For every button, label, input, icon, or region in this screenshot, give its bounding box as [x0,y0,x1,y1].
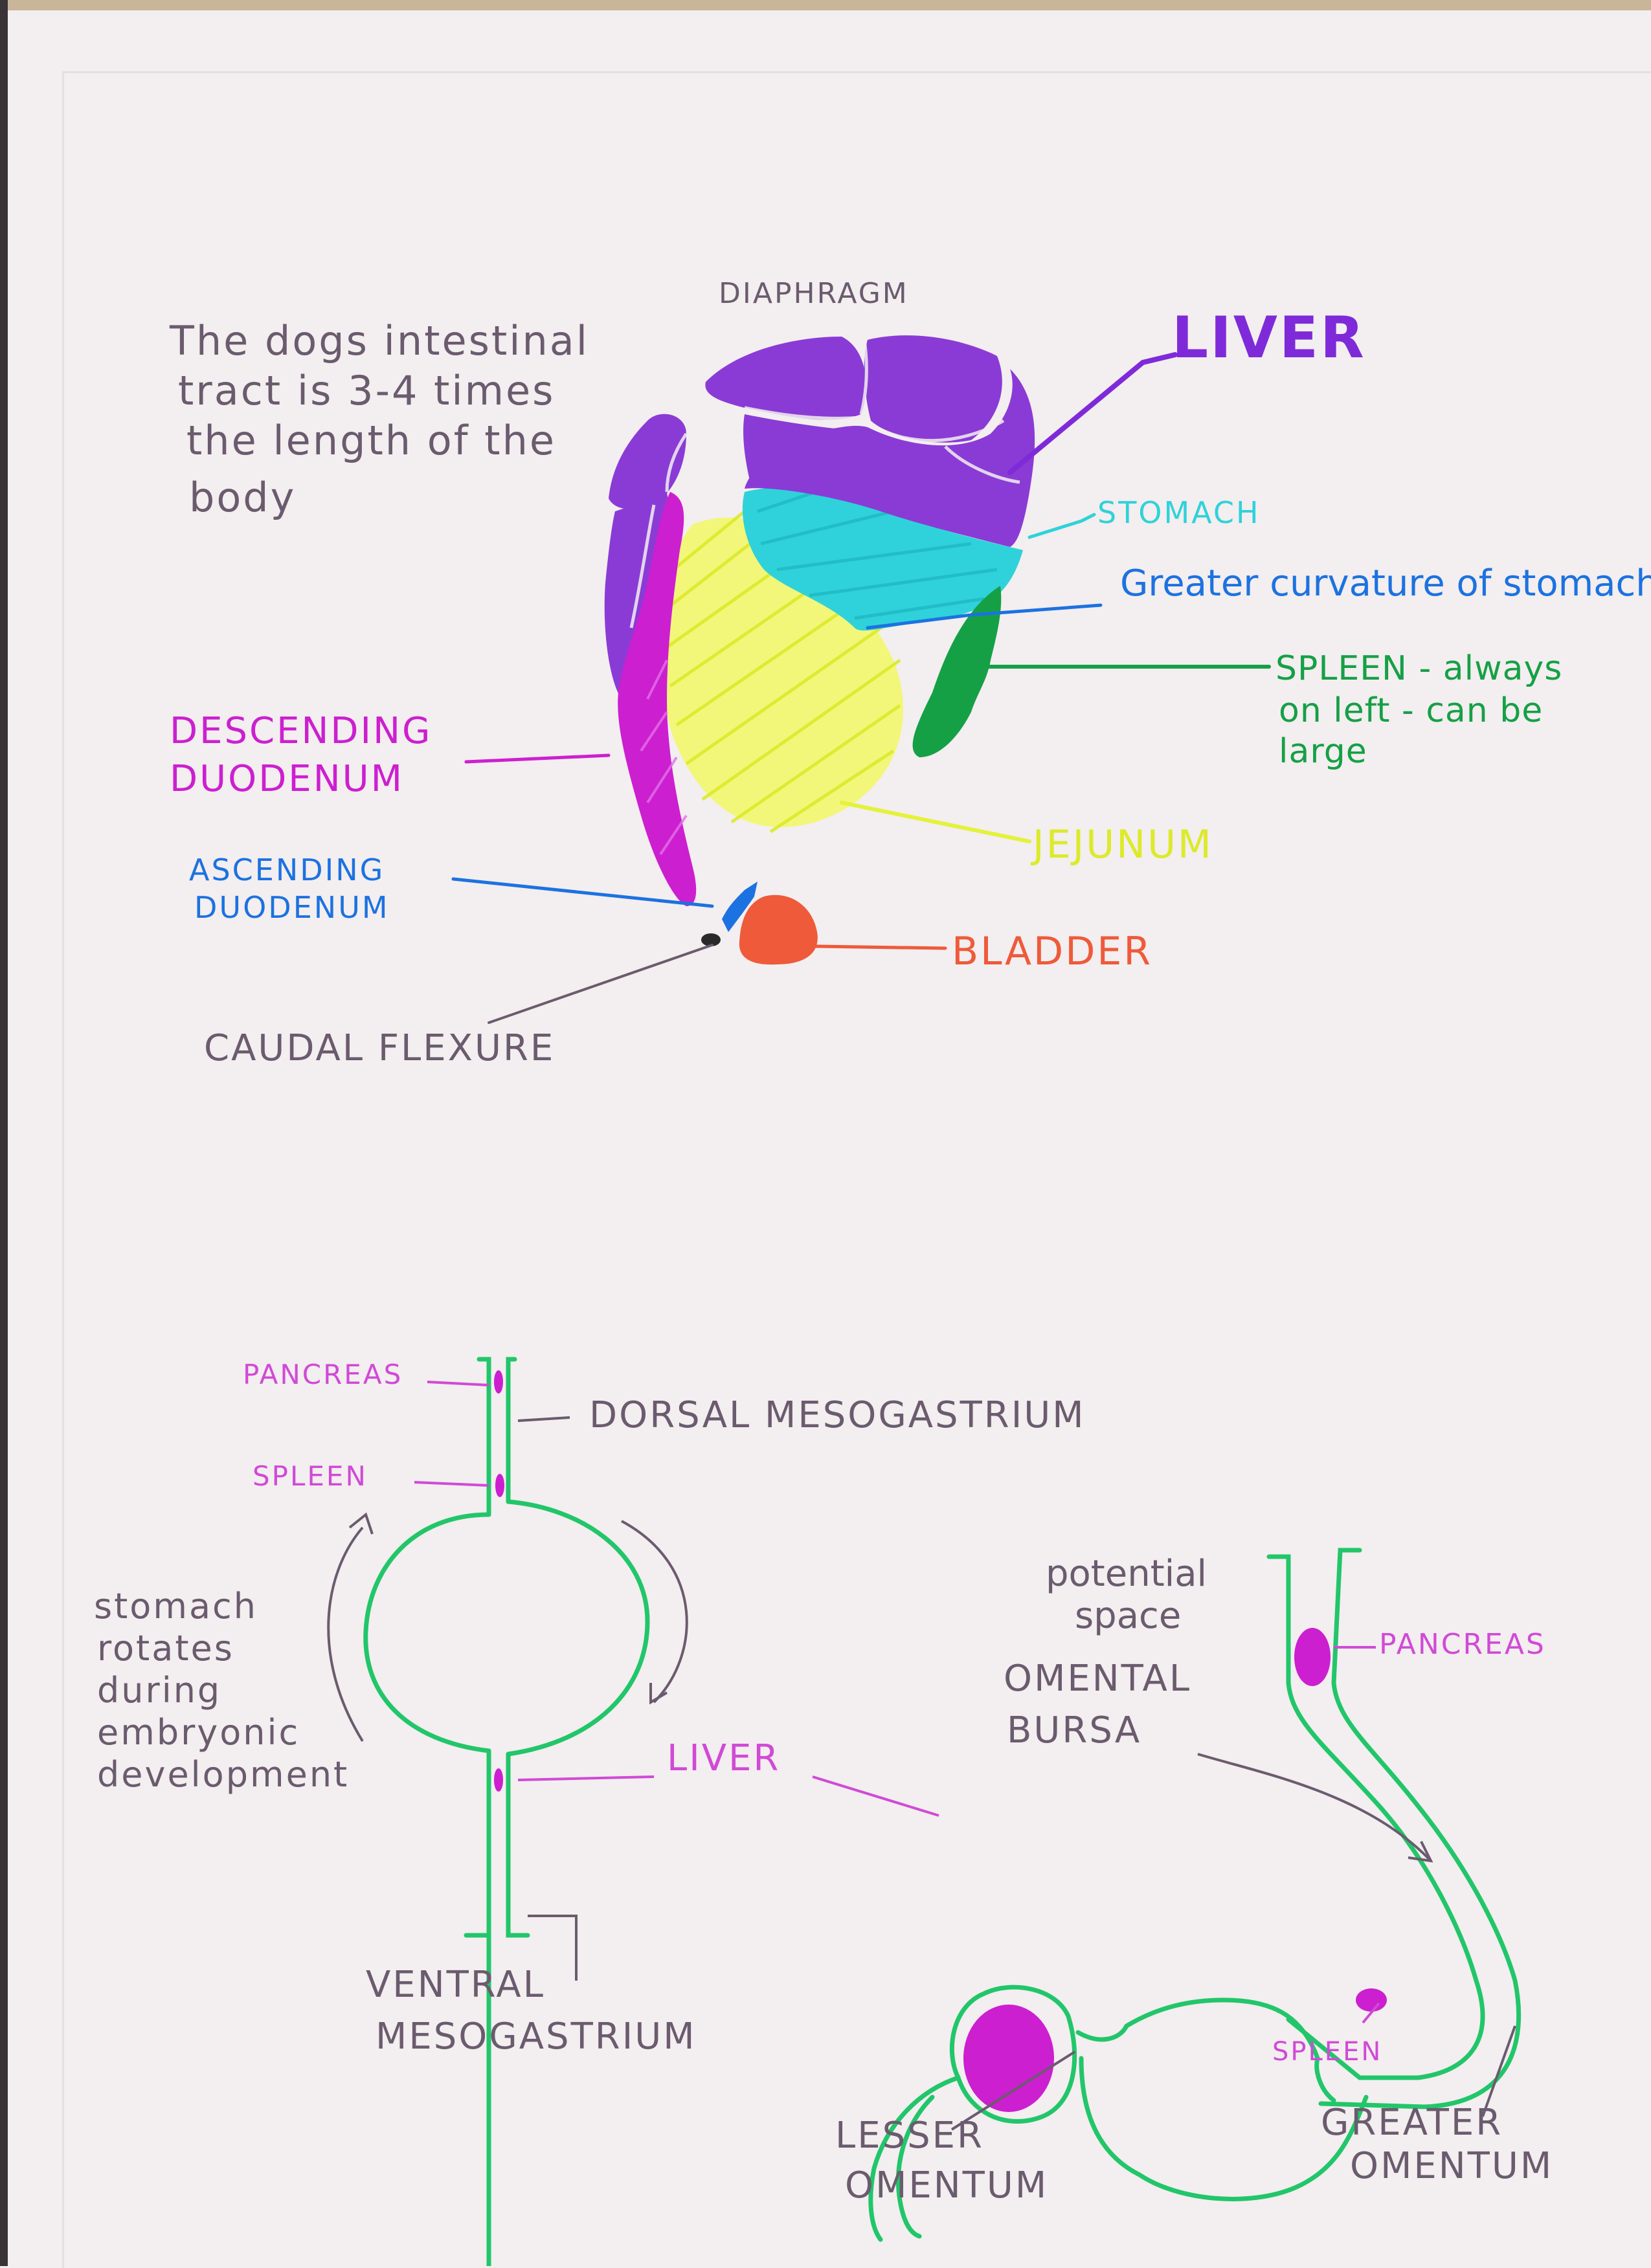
pancreas-blob [1294,1628,1331,1686]
label-spleen-left: SPLEEN [253,1460,368,1492]
label-greater-curvature: Greater curvature of stomach [1120,562,1651,605]
label-bladder: BLADDER [952,929,1152,974]
duodenum-hatch [640,660,688,856]
label-descending-duodenum-line2: DUODENUM [170,758,404,800]
label-greater-omentum-line2: OMENTUM [1350,2145,1553,2187]
note-line-2: tract is 3-4 times [178,367,555,414]
descending-duodenum-shape [618,492,697,906]
label-potential-space-line2: space [1075,1595,1181,1637]
label-stomach: STOMACH [1097,495,1261,530]
label-spleen-line3: large [1279,732,1367,771]
rotation-note-line-3: during [97,1670,221,1711]
stomach-hatch [757,490,998,620]
note-line-3: the length of the [186,417,556,464]
rotation-note-line-5: development [97,1754,349,1795]
bottom-right-labels: potential space OMENTAL BURSA PANCREAS S… [835,1553,1553,2207]
scan-top-edge [0,0,1651,10]
label-liver-left: LIVER [667,1737,780,1779]
label-omental-bursa-line1: OMENTAL [1004,1658,1191,1700]
paper-sheet [62,71,1651,2268]
caudal-flexure-mark [701,933,721,946]
bottom-left-labels: PANCREAS DORSAL MESOGASTRIUM SPLEEN LIVE… [243,1359,1086,2058]
bottom-right-organ-marks [963,1628,1387,2112]
label-dorsal-mesogastrium: DORSAL MESOGASTRIUM [589,1394,1086,1436]
label-ascending-duodenum-line2: DUODENUM [194,890,390,925]
label-diaphragm: DIAPHRAGM [719,277,909,310]
liver-mark [494,1768,503,1792]
gi-tract-diagram: DIAPHRAGM LIVER STOMACH Greater curvatur… [169,277,1651,1069]
label-spleen-line2: on left - can be [1279,691,1543,730]
rotation-note-line-4: embryonic [97,1712,300,1753]
spleen-blob [1356,1988,1387,2012]
label-ascending-duodenum-line1: ASCENDING [189,852,385,887]
intestine-length-note: The dogs intestinal tract is 3-4 times t… [169,317,589,521]
label-caudal-flexure: CAUDAL FLEXURE [204,1027,555,1069]
label-greater-omentum-line1: GREATER [1321,2102,1503,2144]
bottom-right-leaders [812,1646,1516,2131]
label-ventral-mesogastrium-line1: VENTRAL [366,1964,545,2006]
scan-left-edge [0,0,8,2266]
label-spleen-right: SPLEEN [1272,2037,1382,2067]
note-line-1: The dogs intestinal [169,317,589,364]
label-lesser-omentum-line2: OMENTUM [845,2164,1048,2207]
bladder-shape [739,895,818,965]
bottom-left-organ-marks [494,1370,504,1792]
omentum-diagram: potential space OMENTAL BURSA PANCREAS S… [812,1548,1553,2242]
label-pancreas-right: PANCREAS [1379,1628,1546,1661]
label-spleen-line1: SPLEEN - always [1275,649,1562,688]
label-pancreas-left: PANCREAS [243,1359,403,1390]
spleen-shape [912,586,1002,757]
liver-blob [963,2005,1054,2112]
label-liver: LIVER [1172,304,1366,371]
pancreas-mark [494,1370,503,1394]
label-ventral-mesogastrium-line2: MESOGASTRIUM [376,2016,697,2058]
spleen-mark [495,1474,504,1497]
liver-shape [604,335,1035,699]
note-line-4: body [189,474,296,521]
bottom-left-leaders [327,1381,688,1981]
rotation-note: stomach rotates during embryonic develop… [94,1586,349,1795]
label-lesser-omentum-line1: LESSER [835,2115,984,2157]
label-potential-space-line1: potential [1046,1553,1207,1595]
omentum-outline [868,1548,1522,2242]
mesogastrium-outline [363,1357,650,2266]
top-labels: DIAPHRAGM LIVER STOMACH Greater curvatur… [170,277,1651,1069]
label-descending-duodenum-line1: DESCENDING [170,710,432,752]
stomach-rotation-diagram: PANCREAS DORSAL MESOGASTRIUM SPLEEN LIVE… [94,1357,1086,2266]
ascending-duodenum-shape [722,882,758,932]
rotation-note-line-1: stomach [94,1586,258,1627]
label-omental-bursa-line2: BURSA [1007,1709,1141,1751]
label-jejunum: JEJUNUM [1030,822,1213,867]
rotation-note-line-2: rotates [97,1628,234,1669]
top-leader-lines [451,352,1271,1024]
